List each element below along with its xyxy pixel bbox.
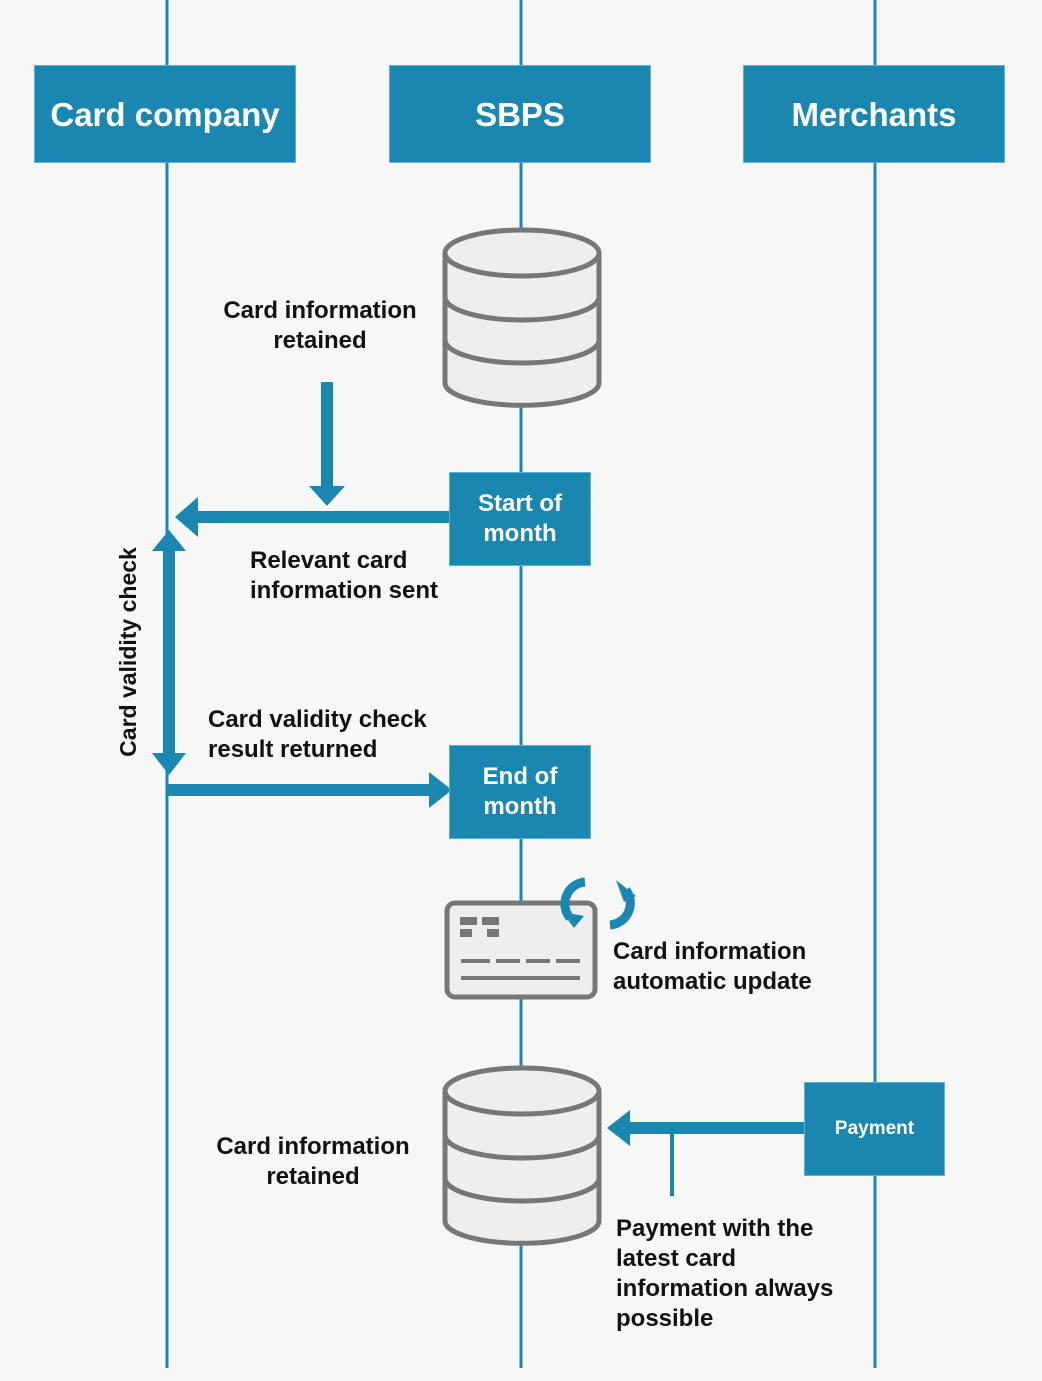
end-of-month-box: End of month	[449, 745, 591, 839]
arrow-retained-down	[309, 382, 345, 506]
arrow-validity-check	[152, 530, 186, 775]
lane-header-sbps: SBPS	[389, 65, 651, 163]
payment-latest-label: Payment with the latest card information…	[616, 1215, 834, 1332]
check-result-returned-label: Card validity check result returned	[208, 706, 427, 763]
lane-title: Card company	[50, 95, 280, 133]
database-icon-bottom	[442, 1065, 602, 1246]
lane-title: SBPS	[475, 95, 565, 133]
arrow-result-returned	[167, 772, 452, 808]
card-info-retained-label-bottom: Card information retained	[216, 1133, 410, 1190]
lane-title: Merchants	[791, 95, 957, 133]
arrow-payment	[607, 1110, 806, 1196]
card-validity-check-label: Card validity check	[115, 547, 141, 757]
auto-update-label: Card information automatic update	[613, 938, 812, 995]
lane-header-card-company: Card company	[34, 65, 296, 163]
start-of-month-box: Start of month	[449, 472, 591, 566]
database-icon-top	[442, 227, 602, 408]
relevant-info-sent-label: Relevant card information sent	[250, 547, 439, 604]
lane-header-merchants: Merchants	[743, 65, 1005, 163]
payment-box: Payment	[804, 1082, 945, 1176]
card-info-retained-label-top: Card information retained	[223, 297, 417, 354]
refresh-icon	[560, 877, 636, 930]
arrow-info-sent	[175, 497, 450, 537]
credit-card-icon	[444, 900, 598, 1000]
